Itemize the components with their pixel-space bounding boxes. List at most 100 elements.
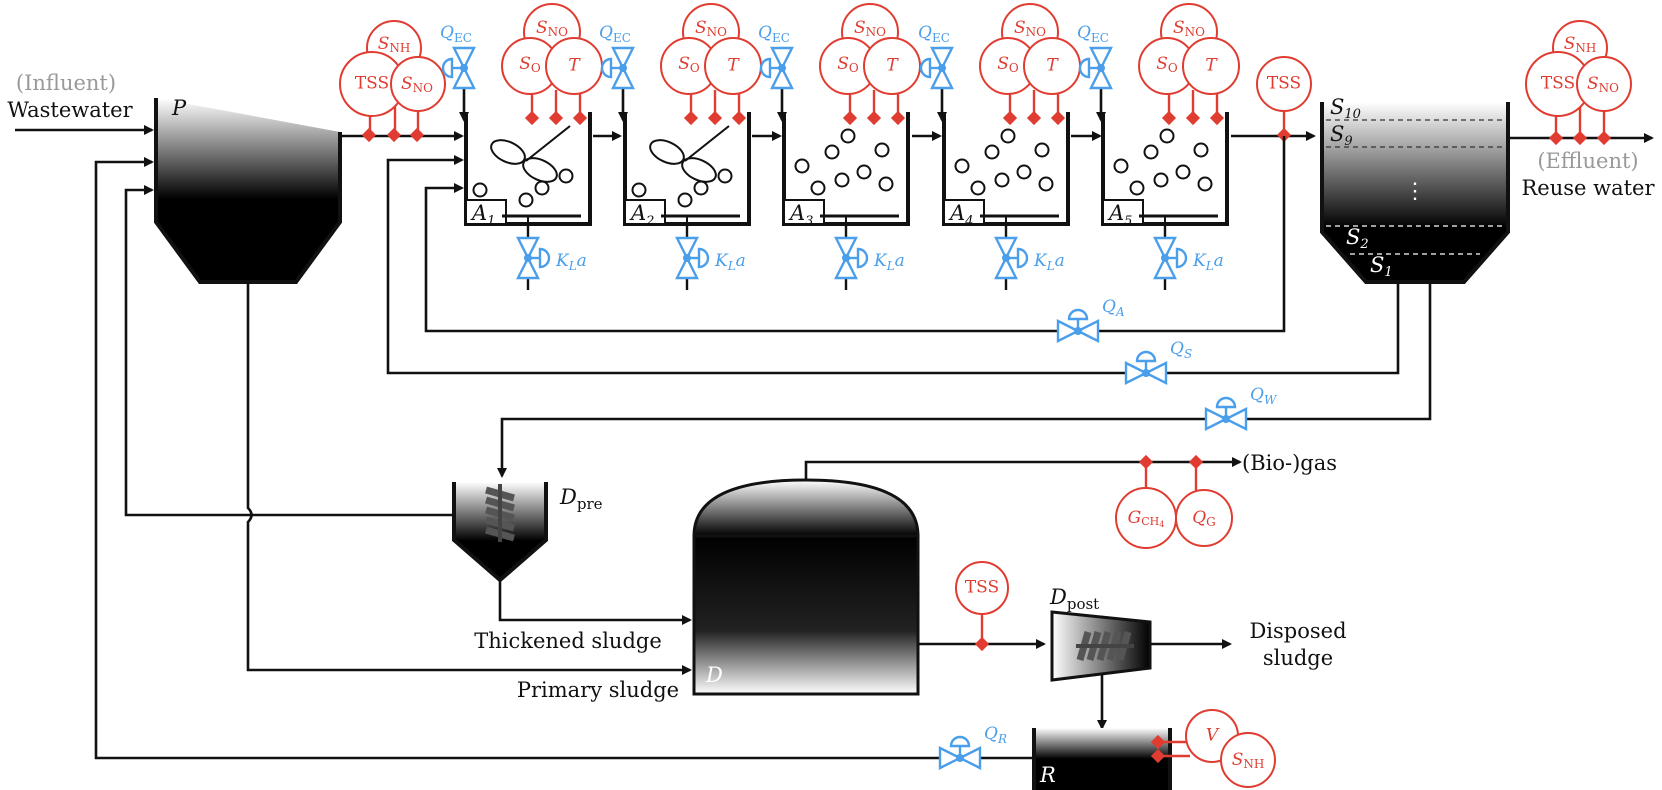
svg-text:SNO: SNO xyxy=(854,18,886,39)
valve-qs[interactable] xyxy=(1124,350,1168,385)
svg-text:V: V xyxy=(1206,726,1220,746)
svg-text:SNH: SNH xyxy=(1564,34,1597,55)
svg-text:T: T xyxy=(1046,56,1059,76)
svg-text:SO: SO xyxy=(837,54,859,75)
svg-text:T: T xyxy=(886,56,899,76)
primary-clarifier-label: P xyxy=(171,96,187,120)
digester xyxy=(692,534,920,696)
label-qec-a4: QEC xyxy=(918,23,950,45)
pre-dewatering-label: Dpre xyxy=(559,485,603,513)
effluent-sensors: SNH TSS SNO xyxy=(1525,20,1632,146)
reactor-label-a4: A4 xyxy=(948,201,973,229)
reactor-label-a5: A5 xyxy=(1107,201,1132,229)
valve-qec-a5[interactable] xyxy=(1078,46,1113,90)
svg-text:T: T xyxy=(727,56,740,76)
svg-text:QG: QG xyxy=(1192,508,1216,529)
reactor-a3: A3 QEC KLa SNO SO T xyxy=(758,3,921,290)
label-qs: QS xyxy=(1170,339,1192,361)
thickened-sludge-line xyxy=(498,580,692,625)
reject-tank-sensors: V SNH xyxy=(1150,709,1276,788)
label-qec-a1: QEC xyxy=(440,23,472,45)
label-kla-a3: KLa xyxy=(873,251,905,273)
label-kla-a4: KLa xyxy=(1033,251,1065,273)
valve-qec-a1[interactable] xyxy=(441,46,476,90)
svg-text:SNH: SNH xyxy=(1232,750,1265,771)
label-qw: QW xyxy=(1250,385,1278,407)
valve-kla-a4[interactable] xyxy=(994,236,1029,280)
svg-text:TSS: TSS xyxy=(1267,74,1301,94)
valve-kla-a2[interactable] xyxy=(675,236,710,280)
label-qr: QR xyxy=(984,724,1007,746)
valve-qa[interactable] xyxy=(1056,308,1100,343)
reactor-a4: A4 QEC KLa SNO SO T xyxy=(918,3,1081,290)
label-qa: QA xyxy=(1102,297,1125,319)
disposed-label-1: Disposed xyxy=(1249,619,1346,643)
svg-text:SO: SO xyxy=(678,54,700,75)
label-qec-a5: QEC xyxy=(1077,23,1109,45)
reactor-sensors-a1: SNO SO T xyxy=(501,3,603,126)
post-dewatering-label: Dpost xyxy=(1049,585,1099,613)
reactor-label-a3: A3 xyxy=(788,201,813,229)
valve-qw[interactable] xyxy=(1204,396,1248,431)
reactor-a2: A2 QEC KLa SNO SO T xyxy=(599,3,762,290)
reactor-sensors-a4: SNO SO T xyxy=(979,3,1081,126)
return-sludge-line xyxy=(386,155,1400,375)
biogas-label: (Bio-)gas xyxy=(1242,451,1337,475)
reactor-effluent-tss: TSS xyxy=(1256,56,1312,143)
svg-text:SO: SO xyxy=(997,54,1019,75)
svg-text:SNH: SNH xyxy=(378,34,411,55)
svg-text:SNO: SNO xyxy=(536,18,568,39)
svg-text:SO: SO xyxy=(519,54,541,75)
svg-text:SNO: SNO xyxy=(401,74,433,95)
valve-qr[interactable] xyxy=(938,735,982,770)
reactor-label-a2: A2 xyxy=(629,201,654,229)
thickened-sludge-label: Thickened sludge xyxy=(474,629,662,653)
settler-layer-2: S2 xyxy=(1346,225,1369,252)
digester-label: D xyxy=(705,663,723,687)
svg-text:T: T xyxy=(1205,56,1218,76)
svg-text:T: T xyxy=(568,56,581,76)
biogas-line xyxy=(804,457,1242,480)
svg-text:SNO: SNO xyxy=(1014,18,1046,39)
biogas-sensors: GCH4 QG xyxy=(1115,454,1233,549)
label-qec-a3: QEC xyxy=(758,23,790,45)
valve-kla-a3[interactable] xyxy=(834,236,869,280)
label-qec-a2: QEC xyxy=(599,23,631,45)
disposed-label-2: sludge xyxy=(1263,646,1333,670)
svg-text:SO: SO xyxy=(1156,54,1178,75)
reactor-sensors-a3: SNO SO T xyxy=(819,3,921,126)
sensor-s-no xyxy=(390,56,446,112)
svg-text:SNO: SNO xyxy=(695,18,727,39)
svg-text:TSS: TSS xyxy=(355,74,389,94)
waste-sludge-line xyxy=(497,282,1432,478)
digester-outlet-tss: TSS xyxy=(955,561,1009,652)
valve-qec-a4[interactable] xyxy=(919,46,954,90)
valve-kla-a5[interactable] xyxy=(1153,236,1188,280)
pre-dewatering-reject-line xyxy=(124,185,454,517)
svg-text:TSS: TSS xyxy=(965,578,999,598)
reuse-water-label: Reuse water xyxy=(1521,176,1655,200)
primary-sludge-label: Primary sludge xyxy=(517,678,679,702)
label-kla-a1: KLa xyxy=(555,251,587,273)
reject-tank-label: R xyxy=(1039,763,1056,787)
svg-text:GCH4: GCH4 xyxy=(1128,508,1165,530)
internal-recycle-line xyxy=(424,136,1286,333)
settler-dots: ⋮ xyxy=(1404,179,1426,204)
valve-qec-a3[interactable] xyxy=(759,46,794,90)
label-kla-a5: KLa xyxy=(1192,251,1224,273)
valve-qec-a2[interactable] xyxy=(600,46,635,90)
effluent-label: (Effluent) xyxy=(1537,149,1638,173)
primary-clarifier-fill xyxy=(156,98,340,282)
label-kla-a2: KLa xyxy=(714,251,746,273)
primary-effluent-sensors: SNH TSS SNO xyxy=(339,20,446,143)
valve-kla-a1[interactable] xyxy=(516,236,551,280)
secondary-settler xyxy=(1320,102,1510,284)
wastewater-label: Wastewater xyxy=(7,98,133,122)
mixer-a1 xyxy=(486,125,571,188)
